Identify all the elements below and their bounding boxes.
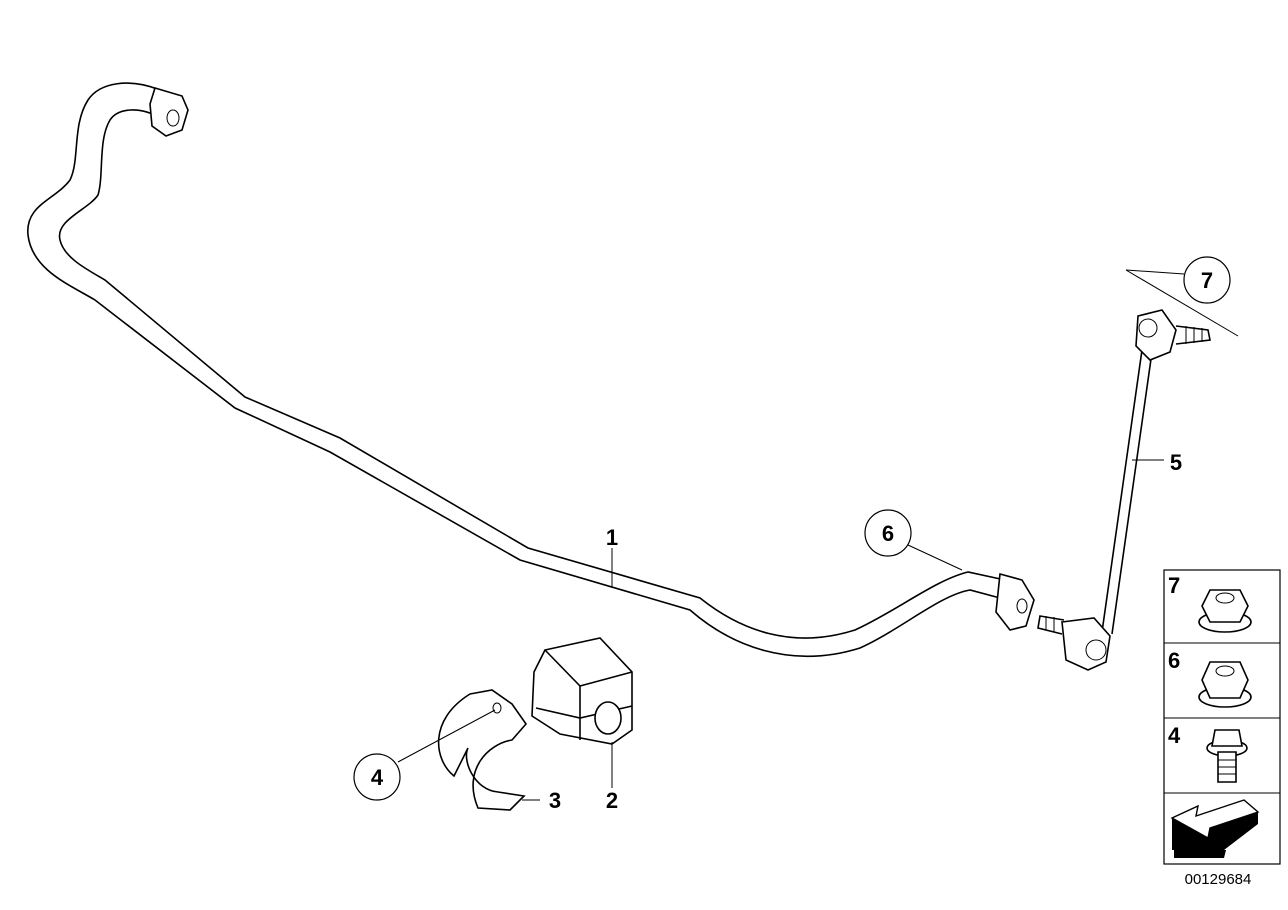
svg-text:1: 1	[606, 525, 618, 550]
direction-arrow-icon	[1170, 799, 1260, 858]
svg-text:3: 3	[549, 788, 561, 813]
svg-text:4: 4	[371, 765, 384, 790]
diagram-code: 00129684	[1185, 871, 1252, 888]
torx-bolt-icon	[1206, 729, 1248, 783]
bracket	[437, 689, 528, 811]
svg-text:2: 2	[606, 788, 618, 813]
svg-text:4: 4	[1168, 723, 1181, 748]
callout-7: 7	[1183, 256, 1231, 304]
svg-text:6: 6	[882, 521, 894, 546]
svg-text:5: 5	[1170, 450, 1182, 475]
legend-item-4: 4	[1168, 723, 1248, 783]
hex-nut-icon	[1198, 661, 1252, 708]
callout-3: 3	[549, 788, 561, 813]
rubber-mounting	[531, 637, 633, 745]
callout-1: 1	[606, 525, 618, 550]
legend-item-7: 7	[1168, 573, 1252, 633]
legend-panel: 7 6 4	[1163, 569, 1281, 865]
callout-5: 5	[1170, 450, 1182, 475]
stabilizer-link	[1037, 309, 1211, 671]
callout-2: 2	[606, 788, 618, 813]
svg-text:6: 6	[1168, 648, 1180, 673]
bar-end-bushing-right	[995, 572, 1035, 631]
svg-text:7: 7	[1168, 573, 1180, 598]
stabilizer-bar	[27, 82, 1035, 658]
callout-4: 4	[353, 753, 401, 801]
legend-item-6: 6	[1168, 648, 1252, 708]
leader-lines	[397, 269, 1239, 801]
flange-nut-icon	[1198, 589, 1252, 633]
callout-6: 6	[864, 509, 912, 557]
svg-text:7: 7	[1201, 268, 1213, 293]
